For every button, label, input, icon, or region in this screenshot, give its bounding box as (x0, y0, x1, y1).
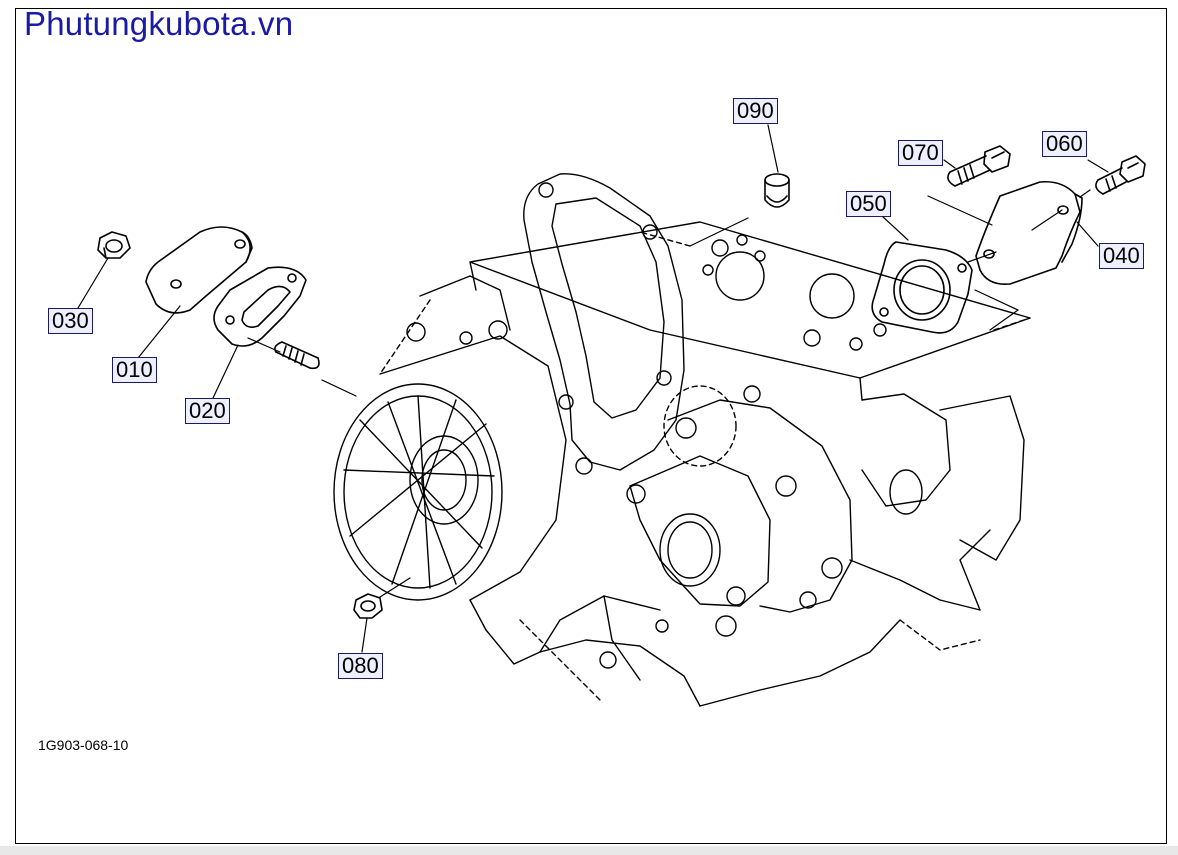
part-080-nut (354, 594, 382, 618)
callout-020: 020 (185, 398, 230, 424)
callout-060: 060 (1042, 131, 1087, 157)
part-050-gasket (872, 242, 972, 333)
drawing-code: 1G903-068-10 (38, 737, 129, 753)
callout-090: 090 (733, 98, 778, 124)
part-010-plate (146, 227, 252, 313)
callout-080: 080 (338, 653, 383, 679)
brand-watermark: Phutungkubota.vn (24, 5, 294, 42)
bottom-strip (0, 846, 1178, 855)
part-090-plug (765, 174, 789, 207)
callout-070: 070 (898, 140, 943, 166)
part-070-bolt (948, 146, 1010, 186)
callout-050: 050 (846, 191, 891, 217)
engine-block (334, 174, 1030, 706)
callout-030: 030 (48, 308, 93, 334)
drawing-frame (15, 8, 1167, 844)
part-030-nut (98, 232, 130, 258)
callout-010: 010 (112, 357, 157, 383)
stud-bolt (275, 342, 319, 368)
part-020-gasket (214, 267, 306, 346)
leader-lines (78, 125, 1108, 652)
callout-040: 040 (1099, 243, 1144, 269)
part-040-cover (976, 182, 1082, 284)
part-060-bolt (1096, 156, 1145, 194)
